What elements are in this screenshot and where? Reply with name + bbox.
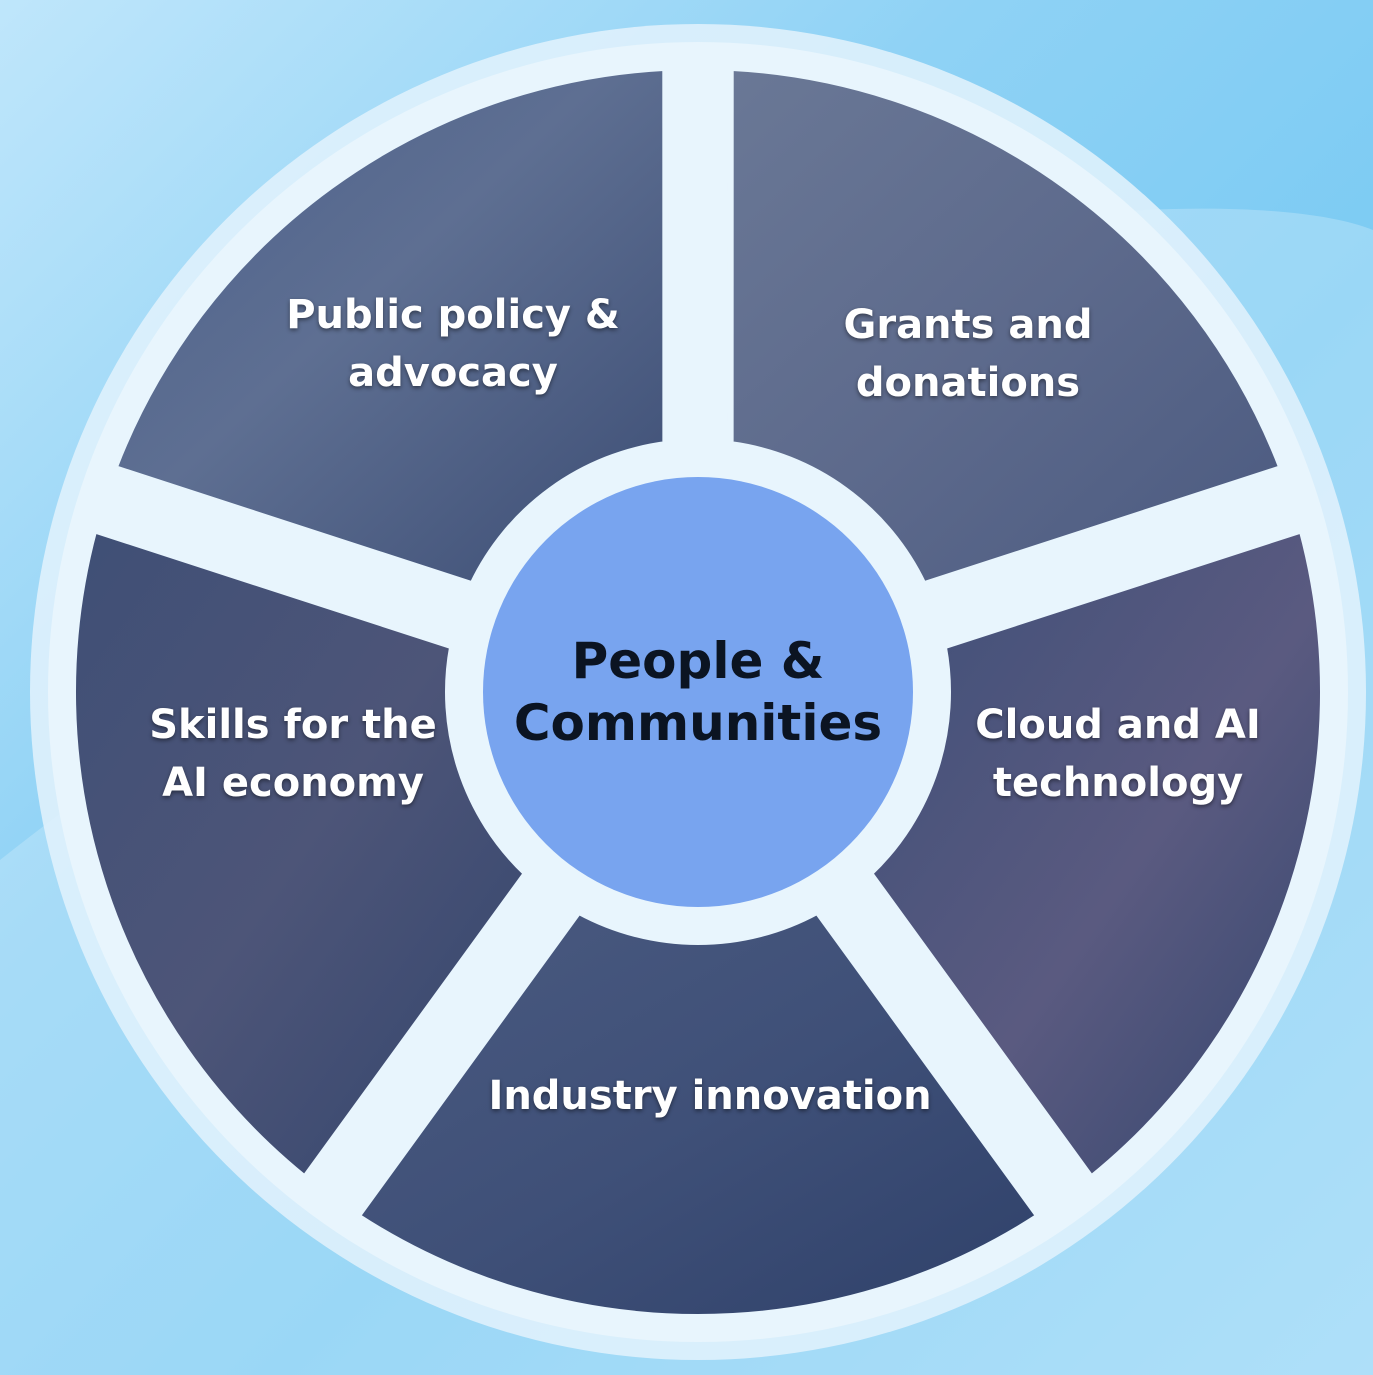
segment-label-cloud-ai: Cloud and AI technology	[975, 696, 1260, 812]
segment-label-grants-line1: Grants and	[843, 302, 1093, 348]
segment-label-skills-line2: AI economy	[162, 760, 424, 806]
segment-public-policy	[111, 64, 669, 588]
segment-label-grants: Grants and donations	[844, 296, 1093, 412]
segment-cloud-ai	[867, 527, 1326, 1181]
segment-label-cloud-ai-line2: technology	[992, 760, 1244, 806]
center-title-line1: People &	[571, 632, 825, 690]
segment-label-public-policy-line2: advocacy	[348, 350, 558, 396]
segment-label-cloud-ai-line1: Cloud and AI	[975, 702, 1261, 748]
segment-grants	[727, 64, 1285, 588]
segment-industry	[354, 908, 1042, 1320]
segment-label-public-policy: Public policy & advocacy	[286, 286, 620, 402]
segment-skills	[70, 527, 529, 1181]
segment-label-skills-line1: Skills for the	[149, 702, 437, 748]
segment-label-industry-line1: Industry innovation	[488, 1073, 932, 1119]
center-title: People & Communities	[514, 630, 882, 754]
segment-label-public-policy-line1: Public policy &	[286, 292, 620, 338]
segment-label-grants-line2: donations	[855, 360, 1081, 406]
center-title-line2: Communities	[513, 694, 883, 752]
segment-label-industry: Industry innovation	[488, 1067, 931, 1125]
segment-label-skills: Skills for the AI economy	[149, 696, 437, 812]
center-circle	[483, 477, 913, 907]
